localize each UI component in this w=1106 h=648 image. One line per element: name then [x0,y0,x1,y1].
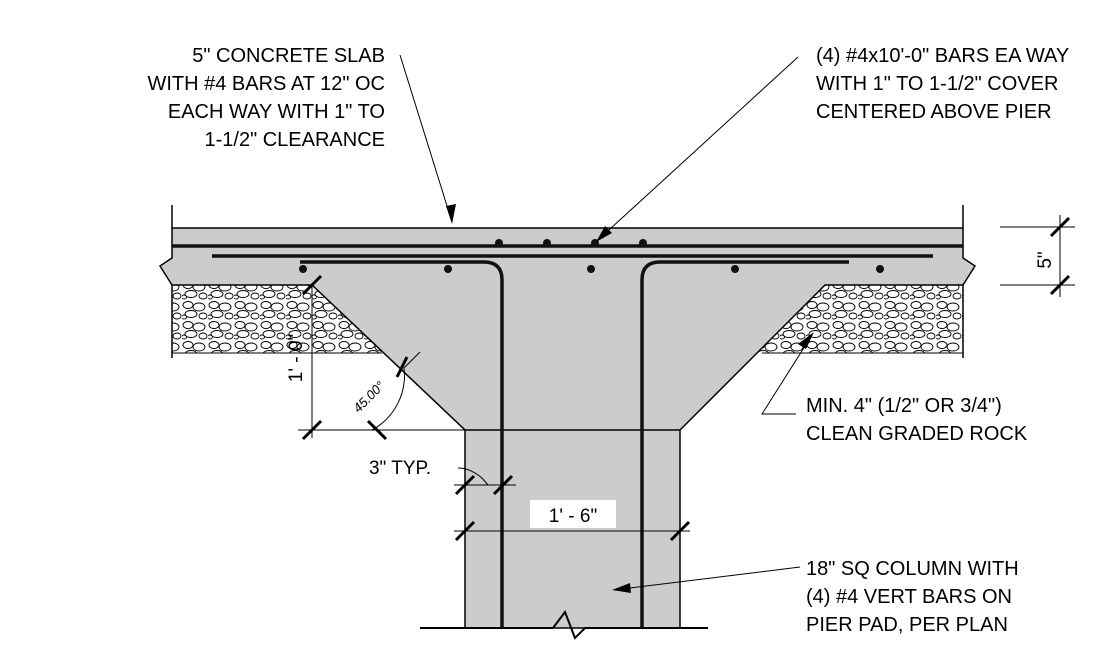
rebar-group [172,239,963,628]
note-rock-line-2: CLEAN GRADED ROCK [806,423,1028,445]
note-top-bars-line-2: WITH 1" TO 1-1/2" COVER [816,73,1058,95]
note-column-line-1: 18" SQ COLUMN WITH [806,558,1019,580]
note-slab-line-1: 5" CONCRETE SLAB [192,45,385,67]
leader-lines [399,54,814,593]
dim-haunch-depth [298,274,465,441]
dim-column-width [454,500,691,542]
dim-haunch-depth-text: 1' - 0" [286,334,307,382]
dim-cover-text: 3" TYP. [369,458,431,479]
dim-column-width-text: 1' - 6" [549,506,597,527]
rock-note-leader [761,334,813,415]
note-column: 18" SQ COLUMN WITH (4) #4 VERT BARS ON P… [806,558,1019,636]
slab-note-leader [399,54,453,223]
note-slab-line-2: WITH #4 BARS AT 12" OC [147,73,385,95]
column-bar-right [640,260,849,628]
column-bar-left [300,260,504,628]
note-rock-line-1: MIN. 4" (1/2" OR 3/4") [806,395,1002,417]
note-column-line-3: PIER PAD, PER PLAN [806,614,1008,636]
note-slab-line-4: 1-1/2" CLEARANCE [205,129,386,151]
dim-haunch-angle-text: 45.00° [350,378,387,415]
rebar-dots [299,239,884,273]
note-column-line-2: (4) #4 VERT BARS ON [806,586,1012,608]
dim-cover [454,467,516,496]
column-note-leader [613,566,801,591]
note-rock: MIN. 4" (1/2" OR 3/4") CLEAN GRADED ROCK [806,395,1028,445]
dim-haunch-angle [366,351,421,441]
break-line [420,609,708,640]
note-top-bars: (4) #4x10'-0" BARS EA WAY WITH 1" TO 1-1… [816,45,1069,123]
note-slab: 5" CONCRETE SLAB WITH #4 BARS AT 12" OC … [147,45,385,151]
note-top-bars-line-1: (4) #4x10'-0" BARS EA WAY [816,45,1069,67]
note-top-bars-line-3: CENTERED ABOVE PIER [816,101,1052,123]
note-slab-line-3: EACH WAY WITH 1" TO [168,101,385,123]
dim-slab-thickness-text: 5" [1035,251,1056,268]
dim-slab-thickness [1000,215,1075,297]
top-bar-note-leader [597,56,799,241]
